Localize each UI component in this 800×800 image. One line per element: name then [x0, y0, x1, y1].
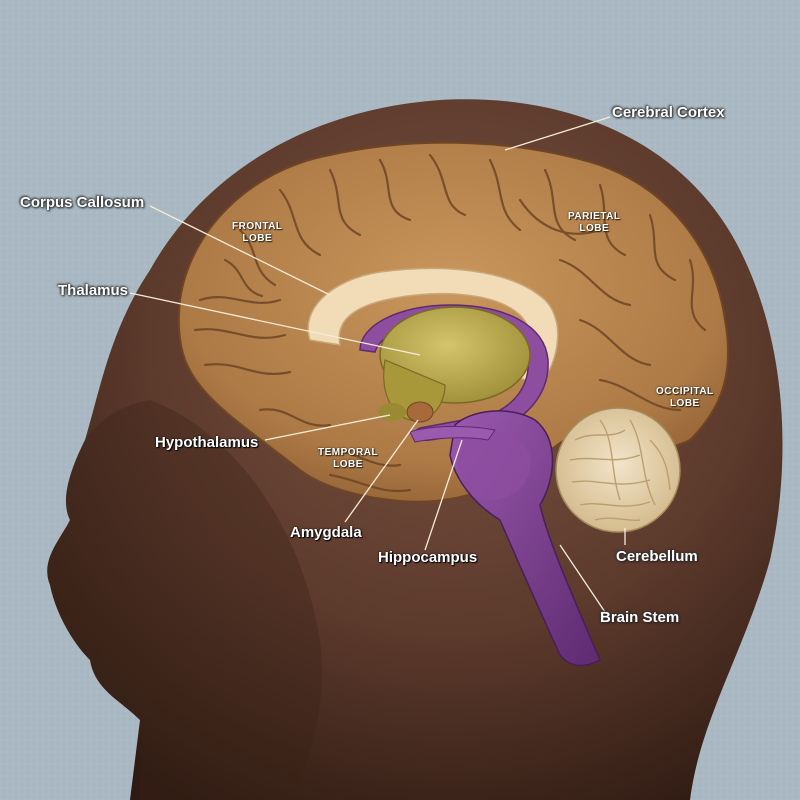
frontal-lobe-line2: LOBE — [242, 233, 273, 244]
label-temporal-lobe: TEMPORAL LOBE — [318, 447, 378, 471]
leader-lines — [129, 116, 626, 613]
parietal-lobe-line1: PARIETAL — [568, 211, 621, 222]
leader-corpus-callosum — [149, 205, 331, 296]
label-cerebellum: Cerebellum — [616, 548, 698, 565]
leader-thalamus — [129, 292, 421, 356]
label-thalamus: Thalamus — [58, 282, 129, 299]
pons — [457, 431, 531, 500]
label-frontal-lobe: FRONTAL LOBE — [232, 221, 283, 245]
cerebellum — [555, 407, 681, 533]
frontal-lobe-line1: FRONTAL — [232, 221, 283, 232]
leader-brain-stem — [559, 544, 606, 613]
label-cerebral-cortex: Cerebral Cortex — [612, 104, 725, 121]
amygdala — [406, 401, 434, 423]
face-shadow — [47, 400, 323, 800]
hippocampus — [409, 426, 496, 443]
leader-hypothalamus — [264, 414, 391, 441]
label-hypothalamus: Hypothalamus — [155, 434, 259, 451]
cortex-folds — [193, 153, 707, 493]
parietal-lobe-line2: LOBE — [579, 223, 610, 234]
temporal-lobe-line1: TEMPORAL — [318, 447, 379, 458]
label-brain-stem: Brain Stem — [600, 609, 680, 626]
temporal-lobe-line2: LOBE — [333, 459, 363, 470]
leader-cerebral-cortex — [504, 116, 611, 151]
leader-amygdala — [344, 419, 419, 523]
hypothalamus — [378, 403, 406, 421]
label-parietal-lobe: PARIETAL LOBE — [568, 211, 621, 235]
occipital-lobe-line2: LOBE — [669, 398, 700, 409]
label-amygdala: Amygdala — [290, 524, 362, 541]
occipital-lobe-line1: OCCIPITAL — [656, 386, 714, 397]
leader-hippocampus — [424, 439, 463, 551]
label-corpus-callosum: Corpus Callosum — [20, 194, 145, 211]
label-hippocampus: Hippocampus — [378, 549, 478, 566]
label-occipital-lobe: OCCIPITAL LOBE — [656, 386, 714, 410]
